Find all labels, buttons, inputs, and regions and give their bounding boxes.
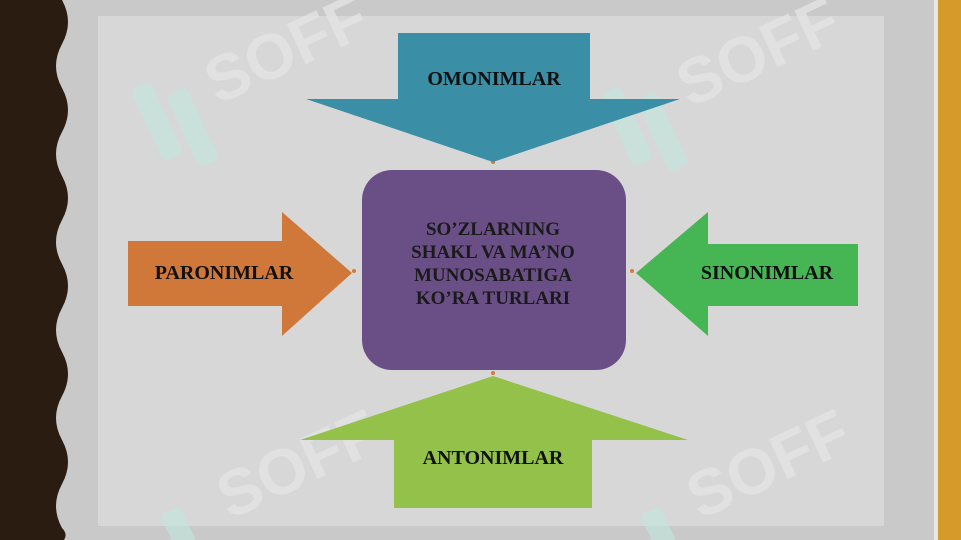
connector-dot-bottom — [491, 371, 495, 375]
arrow-bottom — [300, 376, 688, 508]
label-omonimlar: OMONIMLAR — [427, 68, 561, 90]
arrow-top — [306, 33, 680, 162]
arrow-left — [128, 212, 352, 336]
center-line-1: SO’ZLARNING — [425, 219, 561, 240]
right-border-strip — [938, 0, 961, 540]
center-line-4: KO’RA TURLARI — [415, 288, 571, 309]
arrow-right — [636, 212, 858, 336]
center-line-2: SHAKL VA MA’NO — [411, 242, 575, 263]
label-sinonimlar: SINONIMLAR — [700, 262, 834, 284]
connector-dot-right — [630, 269, 634, 273]
left-wavy-border — [0, 0, 68, 540]
center-line-3: MUNOSABATIGA — [414, 265, 572, 286]
watermark-logo-icon — [131, 82, 688, 540]
connector-dot-left — [352, 269, 356, 273]
center-box-title: SO’ZLARNING SHAKL VA MA’NO MUNOSABATIGA … — [370, 218, 616, 310]
label-antonimlar: ANTONIMLAR — [422, 447, 564, 469]
center-box — [362, 170, 626, 370]
label-paronimlar: PARONIMLAR — [154, 262, 294, 284]
right-border-gap — [934, 0, 938, 540]
